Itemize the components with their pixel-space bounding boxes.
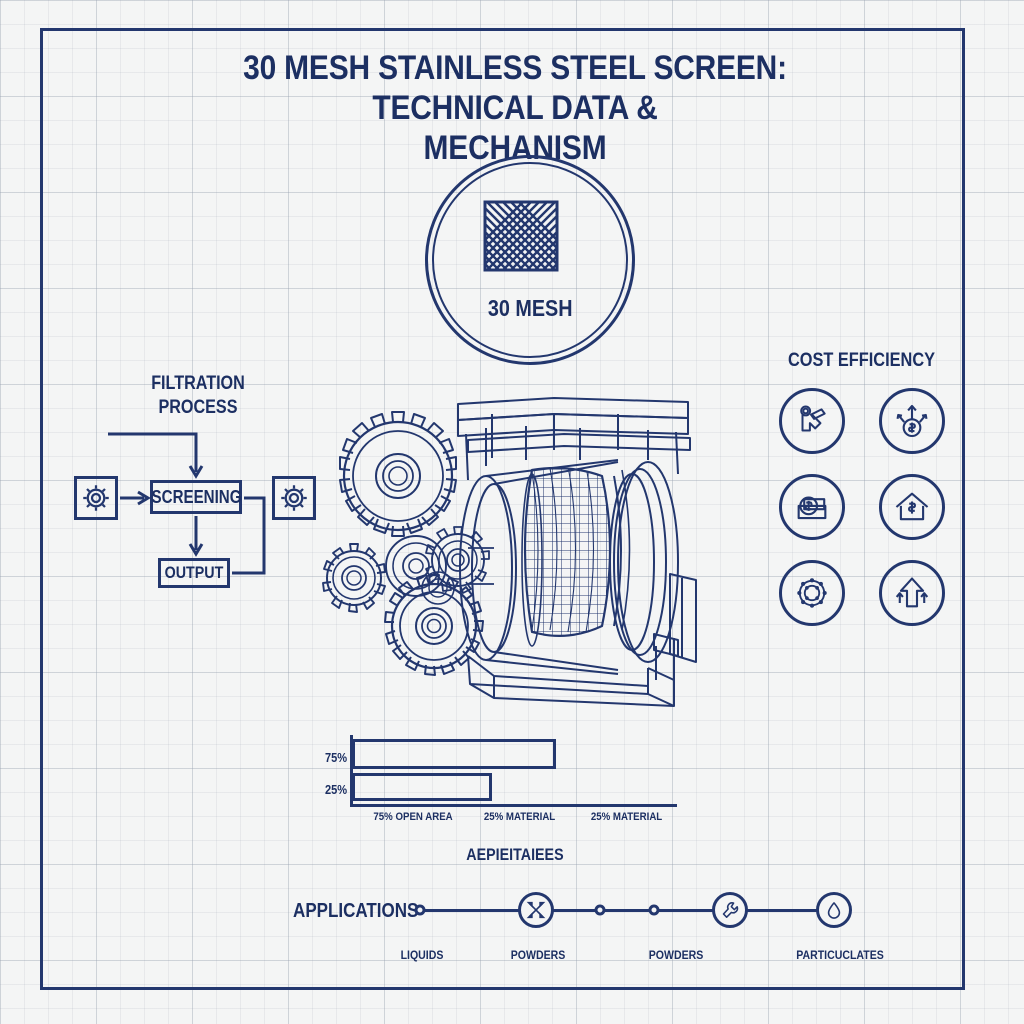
mesh-badge-label: 30 MESH — [487, 295, 573, 321]
mesh-weave-square-icon — [483, 200, 559, 272]
money-banknote-dollar-icon[interactable] — [779, 474, 845, 540]
chart-bar-2: 25% — [325, 773, 492, 801]
page-border-frame — [40, 28, 965, 990]
app-node-wrench[interactable] — [712, 892, 748, 928]
app-node-powders-tools[interactable] — [518, 892, 554, 928]
dollar-growth-arrows-icon[interactable] — [879, 388, 945, 454]
chart-y-axis — [350, 735, 353, 807]
cost-efficiency-section: COST EFFICIENCY — [762, 350, 962, 626]
flow-node-screening-label: SCREENING — [151, 486, 241, 507]
flow-node-output[interactable]: OUTPUT — [158, 558, 230, 588]
chart-x-tick-2: 25% MATERIAL — [484, 811, 556, 823]
app-node-liquids[interactable] — [414, 904, 426, 916]
cost-efficiency-title: COST EFFICIENCY — [788, 350, 936, 371]
chart-x-tick-labels: 75% OPEN AREA 25% MATERIAL 25% MATERIAL — [360, 811, 680, 823]
applications-subtitle: AEPIEITAIEES — [466, 845, 564, 864]
app-node-dot-mid[interactable] — [594, 904, 606, 916]
page-title: 30 MESH STAINLESS STEEL SCREEN: TECHNICA… — [120, 48, 910, 168]
flow-gear-icon-left — [74, 476, 118, 520]
mesh-screen-drum-machine-illustration — [318, 388, 724, 710]
magnifier-tool-icon[interactable] — [779, 388, 845, 454]
chart-x-tick-1: 75% OPEN AREA — [373, 811, 453, 823]
chart-bar-2-value-label: 25% — [324, 782, 348, 797]
applications-track-line — [418, 909, 840, 912]
app-caption-particulates: PARTICUCLATES — [796, 948, 884, 962]
cost-efficiency-icon-grid — [762, 388, 962, 626]
applications-timeline: APPLICATIONS LIQUIDS POWDERS POWDERS PAR… — [282, 890, 884, 980]
mesh-badge: 30 MESH — [425, 155, 635, 365]
flow-gear-icon-right — [272, 476, 316, 520]
badge-outer-ring — [425, 155, 635, 365]
app-node-powders-dot[interactable] — [648, 904, 660, 916]
house-dollar-icon[interactable] — [879, 474, 945, 540]
chart-bar-1-value-label: 75% — [324, 750, 348, 765]
chart-bar-1: 75% — [325, 739, 556, 769]
badge-inner-ring — [432, 162, 628, 358]
chart-x-axis — [350, 804, 677, 807]
chart-x-tick-3: 25% MATERIAL — [590, 811, 663, 823]
flowchart-title: FILTRATION PROCESS — [68, 372, 328, 420]
flowchart-title-line-2: PROCESS — [158, 397, 238, 418]
flow-node-output-label: OUTPUT — [164, 563, 224, 582]
flowchart-title-line-1: FILTRATION — [151, 373, 245, 394]
app-caption-powders-1: POWDERS — [510, 948, 566, 962]
flow-node-screening[interactable]: SCREENING — [150, 480, 242, 514]
page-title-line-1: 30 MESH STAINLESS STEEL SCREEN: TECHNICA… — [243, 49, 787, 127]
app-caption-liquids: LIQUIDS — [400, 948, 444, 962]
filtration-process-flowchart: FILTRATION PROCESS SCREENING — [68, 372, 328, 597]
particle-gear-circle-icon[interactable] — [779, 560, 845, 626]
open-area-bar-chart: 75% 25% 75% OPEN AREA 25% MATERIAL 25% M… — [325, 735, 680, 830]
applications-label: APPLICATIONS — [293, 900, 419, 922]
app-caption-powders-2: POWDERS — [648, 948, 704, 962]
up-arrow-growth-icon[interactable] — [879, 560, 945, 626]
app-node-particulates[interactable] — [816, 892, 852, 928]
